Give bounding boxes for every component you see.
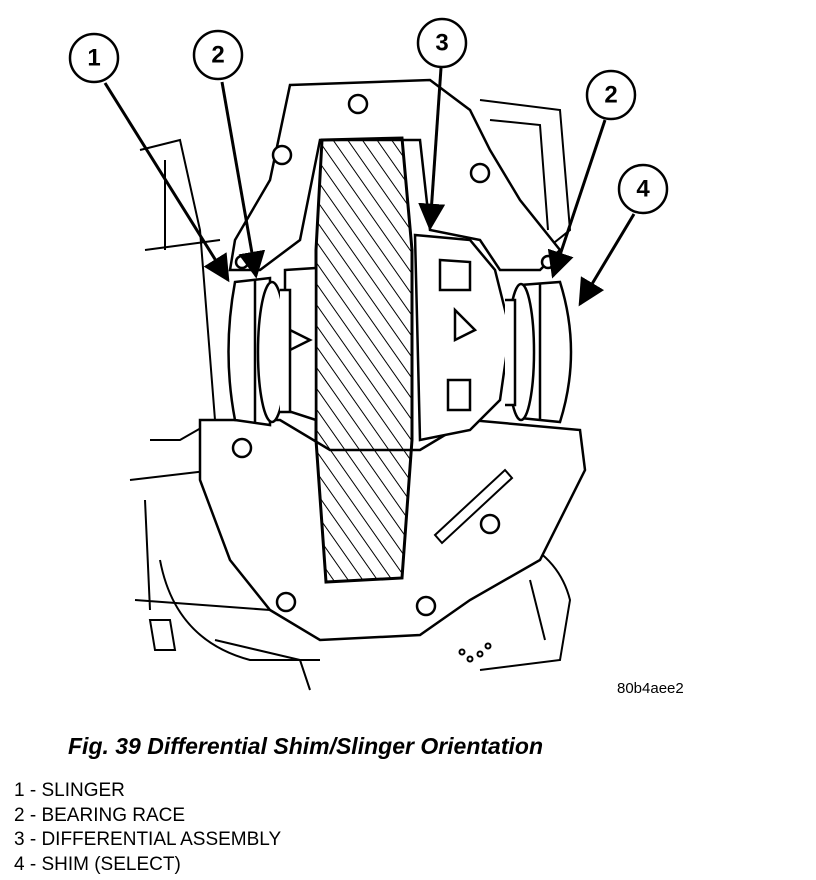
- callout-3-number: 3: [435, 30, 448, 57]
- leader-3: [418, 67, 446, 231]
- legend-item-bearing-race: 2 - BEARING RACE: [14, 804, 186, 826]
- callout-circles: 1 2 3 2 4: [68, 17, 669, 215]
- legend-item-slinger: 1 - SLINGER: [14, 780, 125, 801]
- leader-2-left: [220, 81, 266, 279]
- callout-2-left-number: 2: [211, 42, 224, 69]
- figure-title: Fig. 39 Differential Shim/Slinger Orient…: [68, 733, 543, 759]
- leader-2-right: [547, 119, 607, 279]
- leader-1: [103, 82, 230, 283]
- right-bearing-assembly: [505, 280, 573, 424]
- callout-4-number: 4: [636, 176, 650, 203]
- legend-list: 1 - SLINGER 2 - BEARING RACE 3 - DIFFERE…: [14, 779, 281, 877]
- callout-4: 4: [617, 163, 669, 215]
- left-bearing-assembly: [227, 276, 292, 427]
- image-code: 80b4aee2: [617, 680, 684, 697]
- differential-diagram: 1 2 3 2 4: [68, 17, 669, 691]
- ring-gear: [314, 136, 414, 584]
- callout-2-left: 2: [192, 29, 244, 81]
- callout-1: 1: [68, 32, 120, 84]
- callout-2-right-number: 2: [604, 82, 617, 109]
- housing-detail-marks: [433, 468, 514, 663]
- legend-item-differential-assembly: 3 - DIFFERENTIAL ASSEMBLY: [14, 829, 282, 850]
- leader-lines: [103, 67, 636, 307]
- differential-case: [283, 233, 512, 442]
- callout-2-right: 2: [585, 69, 637, 121]
- callout-3: 3: [416, 17, 468, 69]
- callout-1-number: 1: [87, 45, 100, 72]
- legend-item-shim: 4 - SHIM (SELECT): [14, 853, 181, 875]
- leader-4: [578, 213, 636, 307]
